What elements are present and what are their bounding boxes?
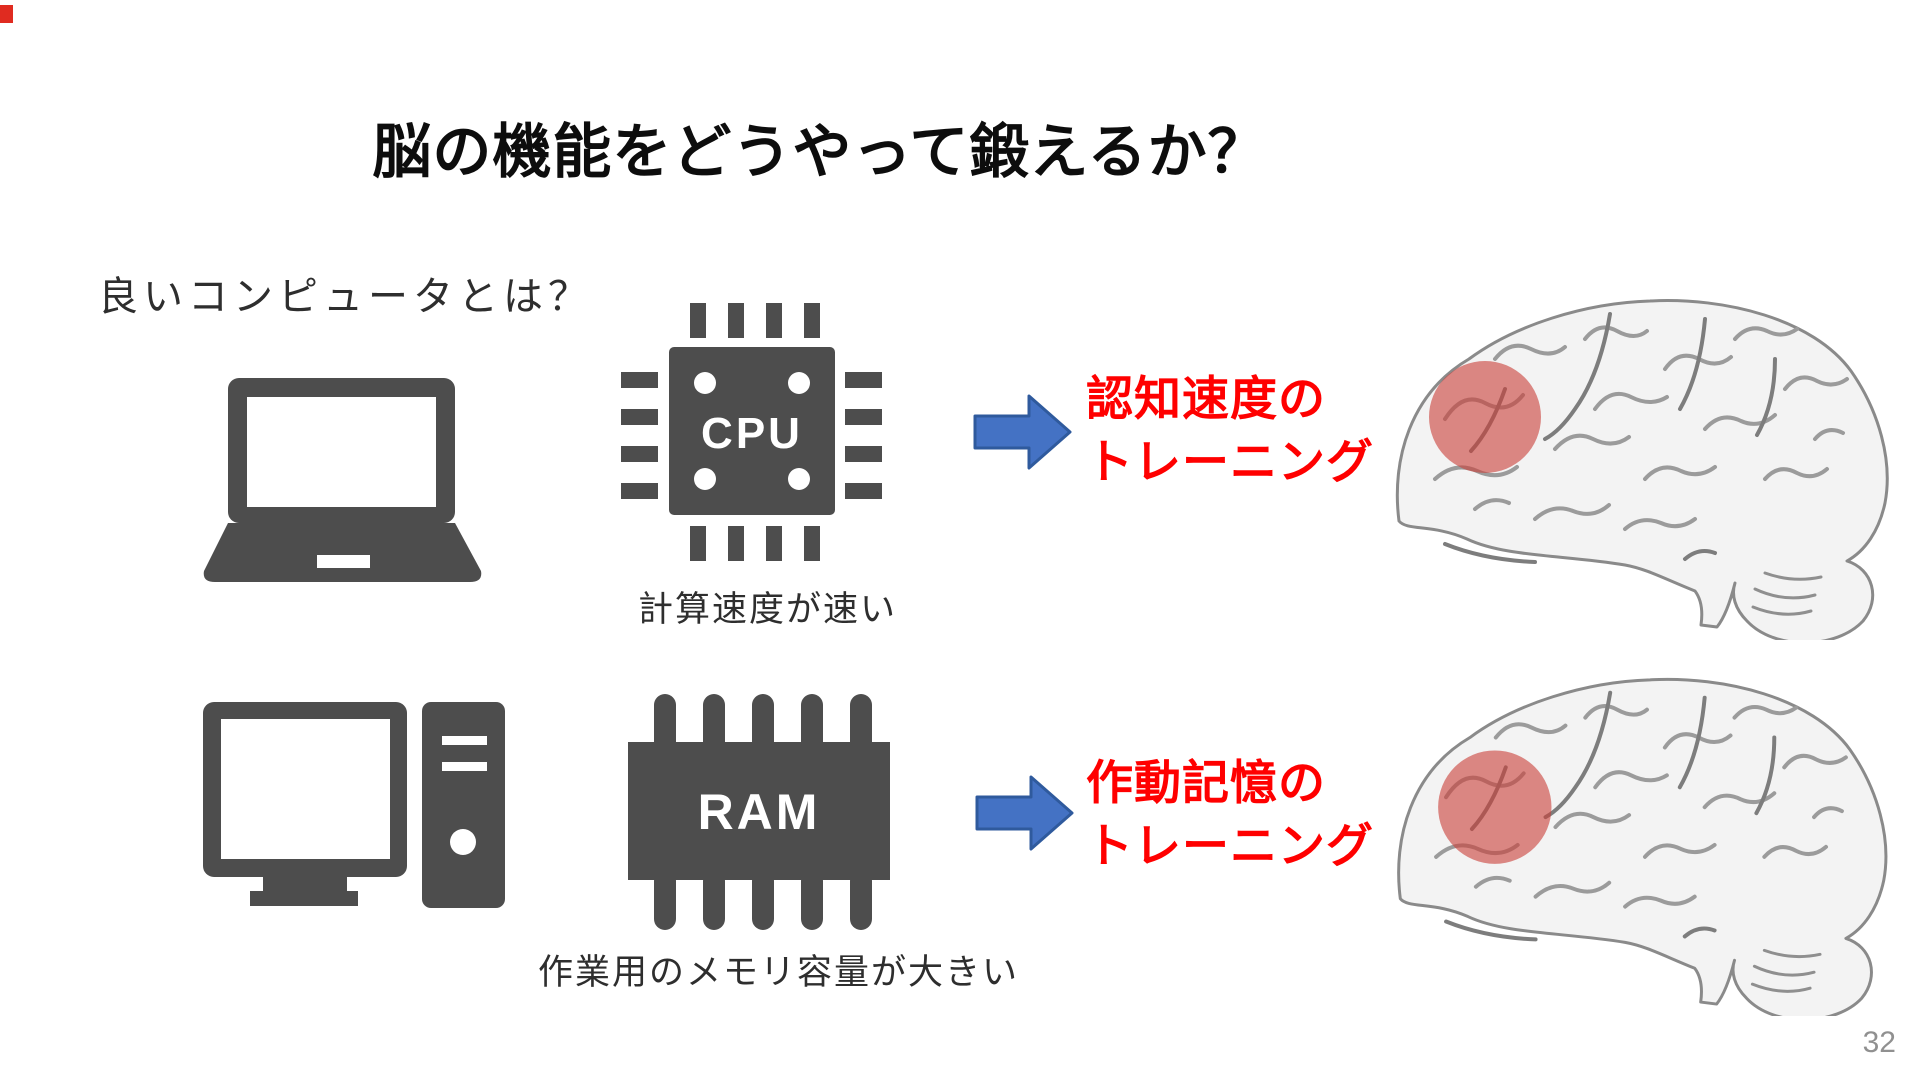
cpu-chip-icon: CPU (621, 303, 882, 561)
right-arrow-icon (973, 392, 1073, 472)
slide-title: 脳の機能をどうやって鍛えるか？ (372, 119, 1268, 185)
brain-highlight-region (1438, 750, 1552, 864)
subtitle-good-computer: 良いコンピュータとは？ (98, 275, 593, 319)
brain-highlight-region (1429, 361, 1541, 473)
ram-caption: 作業用のメモリ容量が大きい (538, 953, 1020, 992)
training-label-working-memory: 作動記憶の トレーニング (1086, 752, 1374, 878)
ram-label: RAM (698, 784, 821, 840)
corner-red-mark (0, 5, 13, 23)
laptop-icon (203, 378, 482, 582)
brain-image-top (1385, 268, 1900, 640)
training-label-cognitive-speed: 認知速度の トレーニング (1086, 368, 1374, 494)
cpu-caption: 計算速度が速い (638, 590, 898, 629)
cpu-label: CPU (701, 409, 803, 458)
training-line1: 認知速度の (1086, 372, 1326, 425)
training-line2: トレーニング (1086, 434, 1374, 488)
desktop-computer-icon (203, 702, 505, 908)
training-line2: トレーニング (1086, 818, 1374, 872)
brain-image-bottom (1385, 648, 1900, 1016)
training-line1: 作動記憶の (1086, 756, 1326, 809)
right-arrow-icon (975, 773, 1075, 853)
page-number: 32 (1862, 1026, 1896, 1059)
ram-chip-icon: RAM (628, 694, 890, 930)
